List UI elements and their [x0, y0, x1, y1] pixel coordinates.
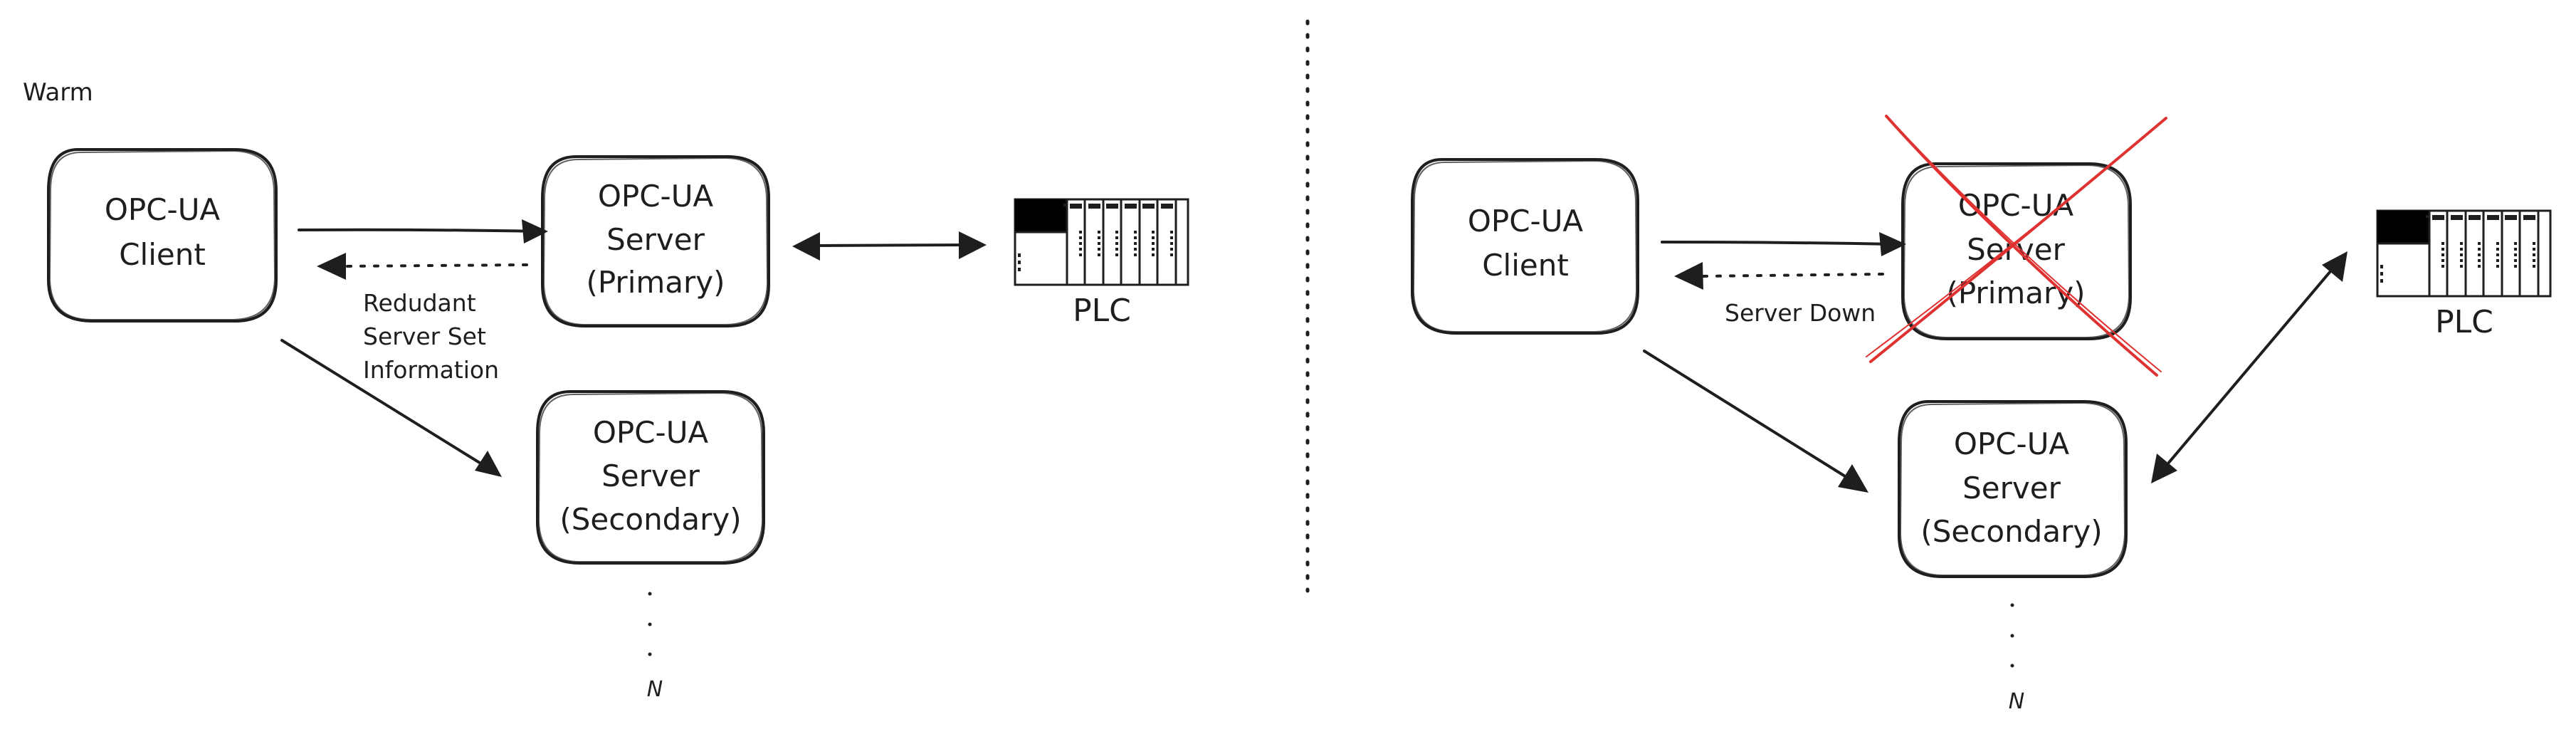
right-secondary-server-node: OPC-UA Server (Secondary) [1898, 400, 2128, 578]
right-plc-label: PLC [2435, 304, 2493, 340]
right-secondary-plc-bidirectional-arrow [2151, 251, 2348, 483]
right-secondary-line-3: (Secondary) [1920, 514, 2102, 549]
right-primary-line-1: OPC-UA [1958, 188, 2074, 223]
left-n-label: N [647, 677, 663, 702]
left-primary-server-node: OPC-UA Server (Primary) [541, 155, 770, 327]
right-client-to-secondary-arrow [1643, 350, 1868, 493]
primary-failure-cross [1866, 115, 2167, 377]
right-primary-server-node: OPC-UA Server (Primary) [1901, 162, 2132, 340]
left-client-to-primary-arrow [298, 219, 548, 243]
left-client-to-secondary-arrow [280, 339, 502, 477]
left-primary-to-client-dashed-arrow [317, 253, 528, 280]
left-plc-label: PLC [1073, 293, 1131, 329]
left-client-node: OPC-UA Client [47, 148, 278, 323]
left-note-line-3: Information [363, 356, 499, 384]
right-more-servers-ellipsis [2010, 603, 2014, 668]
left-secondary-line-3: (Secondary) [559, 502, 741, 537]
right-client-to-primary-arrow [1661, 232, 1906, 256]
right-secondary-line-2: Server [1962, 471, 2061, 505]
left-client-line-1: OPC-UA [105, 192, 221, 227]
left-plc-device [1014, 198, 1189, 286]
left-more-servers-ellipsis [648, 592, 652, 656]
left-primary-plc-bidirectional-arrow [792, 231, 987, 261]
right-primary-to-client-dashed-arrow [1674, 262, 1884, 290]
right-scenario: OPC-UA Client OPC-UA Server (Primary) OP… [1411, 115, 2552, 714]
left-note-line-1: Redudant [363, 289, 476, 317]
left-redundant-server-note: Redudant Server Set Information [363, 289, 499, 384]
left-client-line-2: Client [119, 237, 206, 272]
right-client-node: OPC-UA Client [1411, 158, 1639, 335]
right-client-line-2: Client [1482, 248, 1569, 283]
right-secondary-line-1: OPC-UA [1954, 426, 2070, 461]
left-scenario: OPC-UA Client OPC-UA Server (Primary) OP… [47, 148, 1189, 702]
left-note-line-2: Server Set [363, 323, 486, 350]
left-secondary-server-node: OPC-UA Server (Secondary) [536, 390, 765, 565]
right-n-label: N [2009, 689, 2024, 714]
diagram-title: Warm [23, 78, 93, 107]
right-plc-device [2376, 209, 2552, 298]
right-client-line-1: OPC-UA [1468, 204, 1584, 239]
left-primary-line-1: OPC-UA [598, 179, 714, 214]
left-primary-line-2: Server [606, 222, 705, 257]
right-server-down-note: Server Down [1725, 299, 1876, 327]
left-primary-line-3: (Primary) [586, 265, 725, 300]
left-secondary-line-2: Server [601, 458, 700, 493]
left-secondary-line-1: OPC-UA [593, 415, 709, 450]
